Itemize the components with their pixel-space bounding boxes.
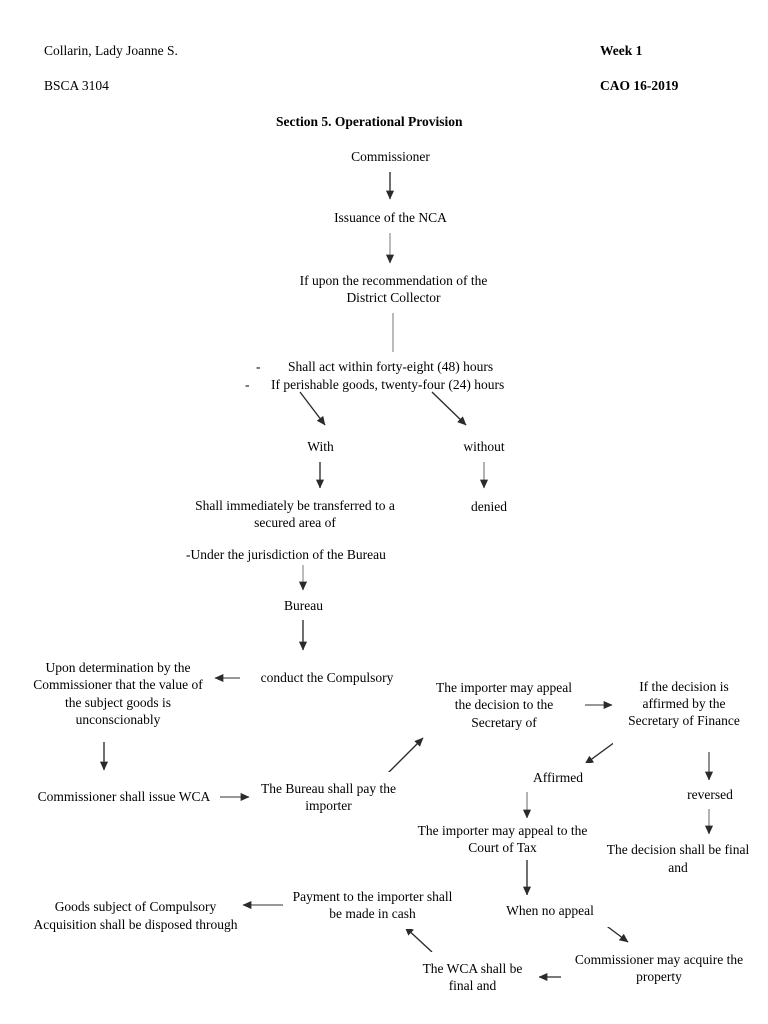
node-reversed-label: reversed — [687, 786, 733, 802]
edge-notes-to-with — [299, 391, 326, 426]
course-code: BSCA 3104 — [44, 78, 109, 93]
node-recommendation[interactable]: If upon the recommendation of the Distri… — [274, 265, 513, 313]
node-without-label: without — [463, 438, 505, 454]
node-wca-final[interactable]: The WCA shall be final and — [406, 952, 539, 1002]
node-appeal-court-tax[interactable]: The importer may appeal to the Court of … — [410, 818, 595, 860]
node-denied-label: denied — [471, 498, 507, 514]
node-decision-final[interactable]: The decision shall be final and — [600, 834, 756, 883]
node-upon-determination[interactable]: Upon determination by the Commissioner t… — [22, 645, 214, 742]
node-bureau-pay-label: The Bureau shall pay the importer — [261, 780, 396, 813]
node-transferred-secured[interactable]: Shall immediately be transferred to a se… — [185, 490, 405, 538]
node-reversed[interactable]: reversed — [664, 780, 756, 809]
bullet-dash-1: - — [256, 359, 261, 374]
node-conduct-compulsory[interactable]: conduct the Compulsory — [241, 652, 413, 704]
student-name: Collarin, Lady Joanne S. — [44, 43, 178, 58]
node-goods-disposed[interactable]: Goods subject of Compulsory Acquisition … — [29, 880, 242, 951]
node-payment-cash[interactable]: Payment to the importer shall be made in… — [285, 881, 460, 929]
node-bureau-label: Bureau — [284, 598, 323, 614]
node-issuance-nca-label: Issuance of the NCA — [334, 209, 447, 225]
node-payment-cash-label: Payment to the importer shall be made in… — [292, 888, 453, 921]
node-issue-wca[interactable]: Commissioner shall issue WCA — [29, 772, 219, 822]
node-when-no-appeal-label: When no appeal — [506, 903, 594, 919]
edge-wcafinal-to-payment — [404, 926, 433, 953]
bullet-dash-2: - — [245, 377, 250, 392]
node-conduct-compulsory-label: conduct the Compulsory — [260, 670, 394, 686]
bullet-text-1: Shall act within forty-eight (48) hours — [288, 359, 494, 374]
node-recommendation-label: If upon the recommendation of the Distri… — [299, 272, 488, 305]
node-may-acquire-label: Commissioner may acquire the property — [574, 951, 744, 984]
reference-code: CAO 16-2019 — [600, 78, 679, 93]
jurisdiction-note: -Under the jurisdiction of the Bureau — [186, 547, 386, 562]
node-with[interactable]: With — [251, 431, 390, 462]
node-transferred-secured-label: Shall immediately be transferred to a se… — [195, 497, 395, 530]
node-without[interactable]: without — [414, 431, 554, 462]
node-affirmed-by-sof[interactable]: If the decision is affirmed by the Secre… — [613, 655, 755, 752]
edge-affirmedsof-to-affirmed — [584, 741, 616, 765]
node-upon-determination-label: Upon determination by the Commissioner t… — [33, 659, 203, 727]
node-appeal-secretary-label: The importer may appeal the decision to … — [435, 680, 573, 730]
week-label: Week 1 — [600, 43, 643, 58]
node-commissioner-label: Commissioner — [351, 148, 430, 164]
node-affirmed[interactable]: Affirmed — [503, 763, 613, 792]
page-title: Section 5. Operational Provision — [276, 114, 463, 129]
node-issue-wca-label: Commissioner shall issue WCA — [37, 789, 211, 805]
node-wca-final-label: The WCA shall be final and — [422, 960, 523, 993]
node-may-acquire[interactable]: Commissioner may acquire the property — [562, 944, 756, 992]
edge-notes-to-without — [431, 391, 467, 426]
node-bureau[interactable]: Bureau — [230, 592, 377, 620]
node-commissioner[interactable]: Commissioner — [305, 141, 476, 172]
node-affirmed-label: Affirmed — [533, 769, 583, 785]
node-appeal-court-tax-label: The importer may appeal to the Court of … — [417, 822, 588, 855]
bullet-text-2: If perishable goods, twenty-four (24) ho… — [271, 377, 505, 392]
node-issuance-nca[interactable]: Issuance of the NCA — [305, 202, 476, 233]
node-denied[interactable]: denied — [433, 490, 545, 523]
node-when-no-appeal[interactable]: When no appeal — [479, 895, 621, 927]
node-affirmed-by-sof-label: If the decision is affirmed by the Secre… — [628, 678, 740, 729]
node-decision-final-label: The decision shall be final and — [606, 842, 750, 875]
node-appeal-secretary[interactable]: The importer may appeal the decision to … — [424, 668, 584, 742]
node-goods-disposed-label: Goods subject of Compulsory Acquisition … — [33, 899, 238, 932]
node-bureau-pay[interactable]: The Bureau shall pay the importer — [251, 772, 406, 822]
node-with-label: With — [307, 438, 334, 454]
